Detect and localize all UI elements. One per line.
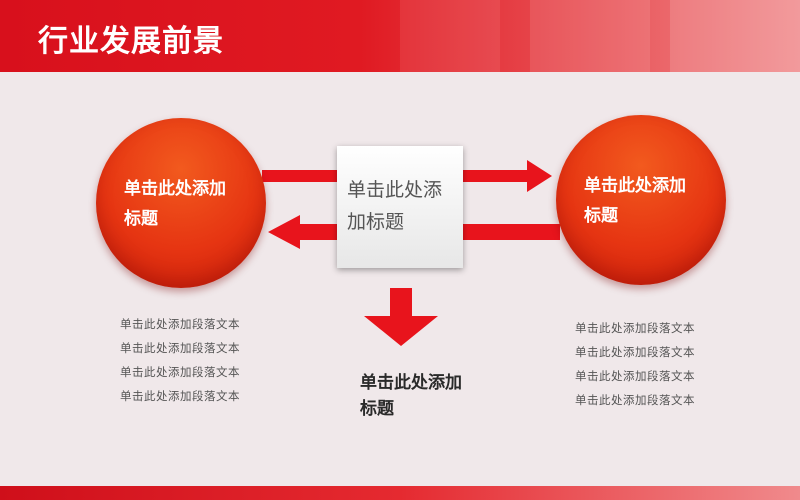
left-circle-title[interactable]: 单击此处添加标题 [124,179,226,229]
header-shade [530,0,650,72]
center-box-title[interactable]: 单击此处添加标题 [347,179,443,233]
center-box[interactable]: 单击此处添加标题 [337,146,463,268]
right-circle[interactable]: 单击此处添加标题 [556,115,726,285]
page-title[interactable]: 行业发展前景 [38,24,224,59]
bottom-center-heading[interactable]: 单击此处添加标题 [360,373,462,419]
footer-band [0,486,800,500]
header-shade [400,0,500,72]
header-shade [670,0,800,72]
left-circle[interactable]: 单击此处添加标题 [96,118,266,288]
right-circle-title[interactable]: 单击此处添加标题 [584,176,686,226]
header-band: 行业发展前景 [0,0,800,72]
right-paragraph[interactable]: 单击此处添加段落文本单击此处添加段落文本单击此处添加段落文本单击此处添加段落文本 [575,321,695,407]
arrow-down [364,288,438,346]
left-paragraph[interactable]: 单击此处添加段落文本单击此处添加段落文本单击此处添加段落文本单击此处添加段落文本 [120,317,240,403]
